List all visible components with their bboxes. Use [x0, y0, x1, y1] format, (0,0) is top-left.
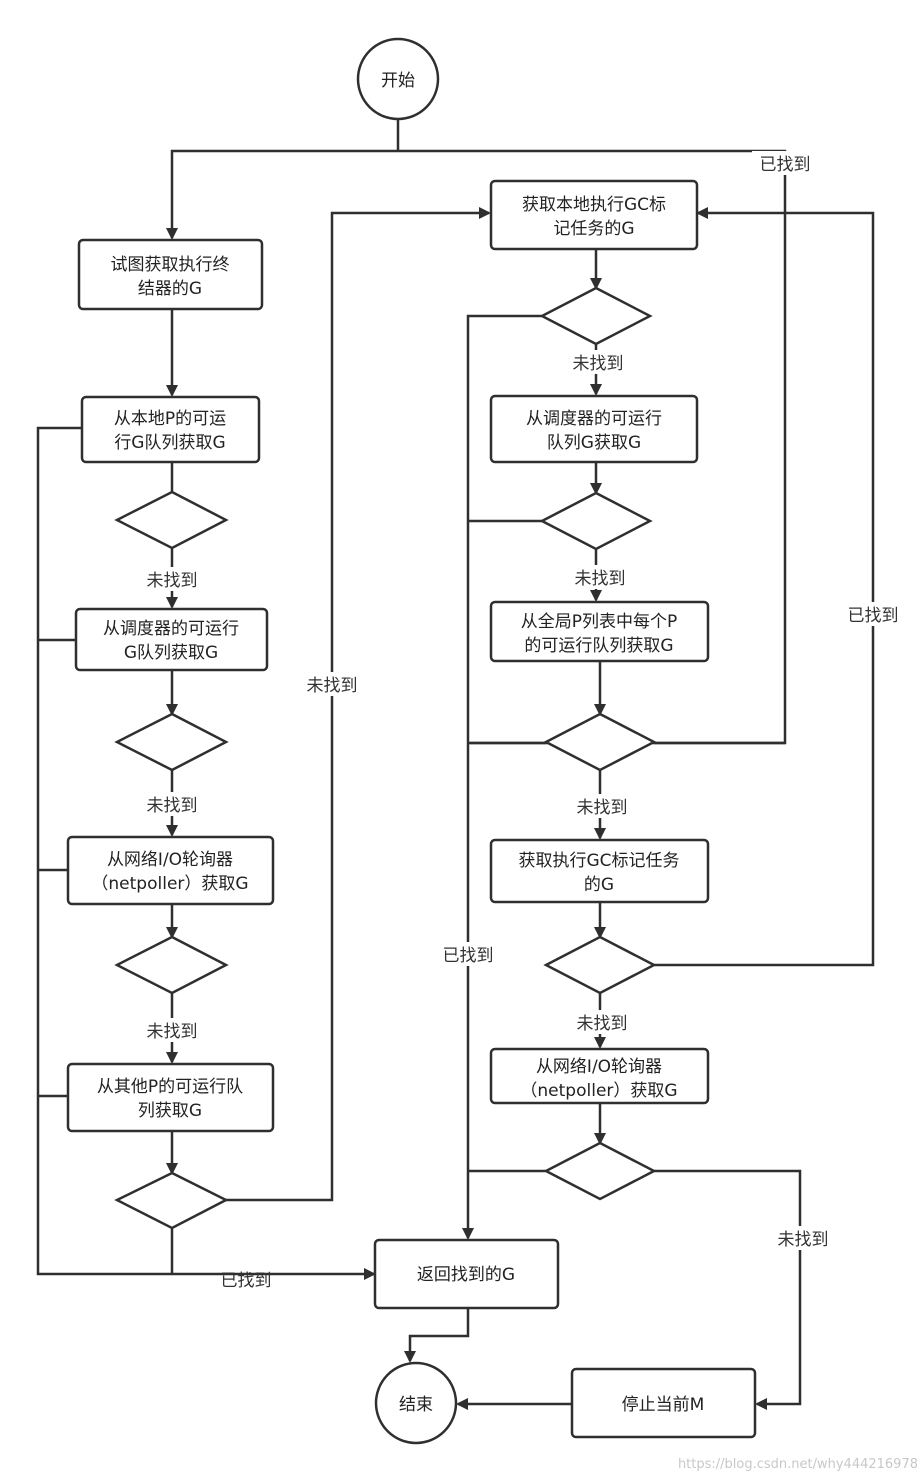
edge-label-notfound-d6: 未找到	[575, 569, 626, 589]
end-label: 结束	[399, 1395, 433, 1415]
edge-labels: 已找到 未找到 未找到 未找到 未找到 已找到 未找到 未找到 未找到 未找到 …	[138, 151, 906, 1291]
gc-1-node: 获取本地执行GC标 记任务的G	[489, 179, 699, 251]
sched-2-node: 从调度器的可运行 队列G获取G	[489, 394, 699, 464]
watermark: https://blog.csdn.net/why444216978	[678, 1457, 918, 1472]
edge-label-notfound-d9: 未找到	[778, 1230, 829, 1250]
gc-1-label-1: 获取本地执行GC标	[522, 195, 666, 215]
finalizer-node: 试图获取执行终 结器的G	[77, 238, 264, 311]
edge-return-to-end	[404, 1308, 470, 1363]
edge-label-found-right: 已找到	[848, 606, 899, 626]
decision-diamond-3	[114, 935, 229, 995]
return-g-label: 返回找到的G	[417, 1265, 515, 1285]
local-p-label-2: 行G队列获取G	[114, 433, 225, 453]
sched-2-label-1: 从调度器的可运行	[526, 409, 662, 429]
sched-1-node: 从调度器的可运行 G队列获取G	[74, 607, 269, 672]
edge-label-notfound-d2: 未找到	[147, 796, 198, 816]
steal-label-1: 从其他P的可运行队	[97, 1077, 243, 1097]
stop-m-label: 停止当前M	[622, 1395, 705, 1415]
edge-label-notfound-d5: 未找到	[573, 354, 624, 374]
all-p-node: 从全局P列表中每个P 的可运行队列获取G	[489, 600, 710, 663]
edge-label-found-left: 已找到	[221, 1271, 272, 1291]
gc-2-label-1: 获取执行GC标记任务	[518, 851, 679, 871]
netpoll-2-label-2: （netpoller）获取G	[520, 1081, 677, 1101]
edge-label-found-top: 已找到	[760, 155, 811, 175]
edge-label-notfound-d8: 未找到	[577, 1014, 628, 1034]
local-p-node: 从本地P的可运 行G队列获取G	[80, 395, 261, 464]
gc-1-label-2: 记任务的G	[553, 219, 634, 239]
netpoll-1-label-1: 从网络I/O轮询器	[107, 850, 233, 870]
gc-2-label-2: 的G	[584, 875, 614, 895]
edge-left-found-bus	[36, 426, 376, 1280]
decision-diamond-9	[543, 1141, 657, 1201]
edge-d9-to-stopm	[654, 1169, 802, 1410]
edge-label-notfound-d7: 未找到	[577, 798, 628, 818]
netpoll-2-node: 从网络I/O轮询器 （netpoller）获取G	[489, 1047, 710, 1105]
gc-2-node: 获取执行GC标记任务 的G	[489, 838, 710, 904]
netpoll-1-label-2: （netpoller）获取G	[91, 874, 248, 894]
edge-d5-found	[462, 314, 542, 1240]
steal-node: 从其他P的可运行队 列获取G	[66, 1062, 275, 1133]
start-node: 开始	[356, 37, 440, 121]
decision-diamond-5	[539, 286, 653, 346]
steal-label-2: 列获取G	[138, 1101, 202, 1121]
sched-1-label-1: 从调度器的可运行	[103, 619, 239, 639]
all-p-label-1: 从全局P列表中每个P	[521, 612, 678, 632]
start-label: 开始	[381, 71, 415, 91]
decision-diamond-1	[114, 490, 229, 550]
edge-start-to-finalizer	[166, 149, 398, 240]
stop-m-node: 停止当前M	[570, 1367, 757, 1439]
decision-diamond-6	[539, 491, 653, 551]
all-p-label-2: 的可运行队列获取G	[524, 636, 673, 656]
edge-label-found-center: 已找到	[443, 946, 494, 966]
decision-diamond-8	[543, 935, 657, 995]
edge-d8-to-gc1	[654, 207, 875, 967]
netpoll-1-node: 从网络I/O轮询器 （netpoller）获取G	[66, 835, 275, 906]
edge-label-notfound-d3: 未找到	[147, 1022, 198, 1042]
edges	[36, 120, 875, 1410]
decision-diamond-4	[114, 1171, 229, 1230]
finalizer-label-2: 结器的G	[138, 279, 202, 299]
edge-label-notfound-d1: 未找到	[147, 571, 198, 591]
sched-2-label-2: 队列G获取G	[547, 433, 641, 453]
decision-diamond-7	[543, 712, 657, 772]
edge-label-notfound-d4: 未找到	[307, 676, 358, 696]
return-g-node: 返回找到的G	[373, 1238, 560, 1310]
sched-1-label-2: G队列获取G	[124, 643, 218, 663]
decision-diamond-2	[114, 712, 229, 772]
netpoll-2-label-1: 从网络I/O轮询器	[536, 1057, 662, 1077]
end-node: 结束	[374, 1361, 458, 1445]
local-p-label-1: 从本地P的可运	[114, 409, 226, 429]
finalizer-label-1: 试图获取执行终	[111, 255, 230, 275]
edge-d4-to-gc1	[226, 207, 491, 1202]
